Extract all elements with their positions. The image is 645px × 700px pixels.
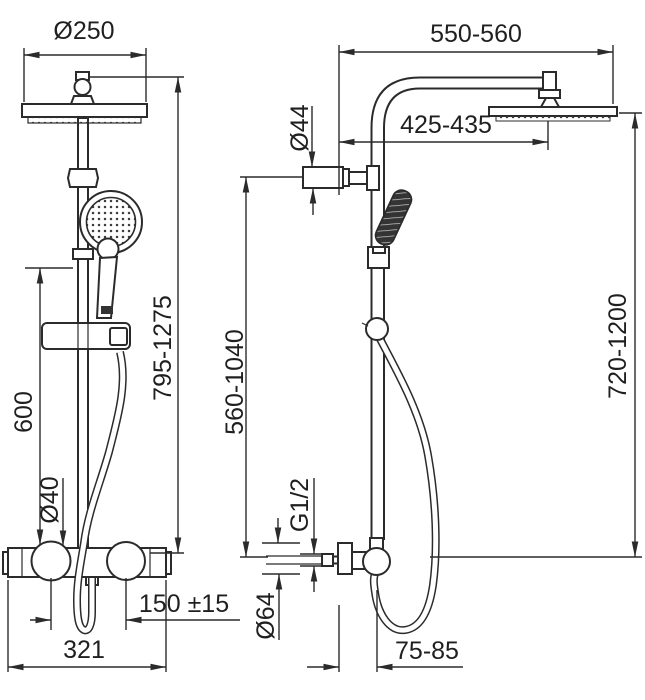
dim-mixer-width: 321 [7, 580, 167, 672]
front-hex-nut [66, 168, 100, 188]
front-view: Ø250 795-1275 600 Ø40 150 ±15 [2, 17, 240, 672]
side-head-connector [538, 71, 561, 108]
dim-escutcheon-diameter: Ø64 [252, 518, 300, 640]
front-shower-hose [72, 351, 127, 635]
label-head-diameter: Ø250 [53, 17, 114, 45]
label-column-height: 720-1200 [604, 293, 632, 399]
dim-valve-center-distance: 150 ±15 [30, 578, 240, 630]
dim-rail-length: 600 [10, 267, 73, 545]
dim-pipe-diameter: Ø40 [36, 476, 67, 546]
dim-head-reach: 425-435 [339, 111, 549, 150]
side-riser-and-arm [370, 76, 544, 540]
side-wall-bracket [302, 165, 380, 191]
side-shower-hose [369, 333, 440, 635]
front-left-knob [30, 540, 72, 582]
front-hand-shower [79, 190, 143, 319]
label-escutcheon-diameter: Ø64 [252, 592, 280, 639]
side-view: 550-560 425-435 Ø44 560-1040 720-1200 [221, 20, 642, 672]
dim-total-reach: 550-560 [338, 20, 614, 195]
label-connection-thread: G1/2 [286, 478, 314, 532]
side-head-plate [488, 106, 618, 122]
label-rail-length: 600 [10, 391, 38, 433]
dim-overall-height: 795-1275 [90, 76, 184, 554]
side-slider-bracket [367, 246, 390, 269]
front-right-knob [106, 541, 146, 581]
dim-head-diameter: Ø250 [23, 17, 147, 102]
side-slider-ring [361, 317, 389, 341]
label-overall-height: 795-1275 [149, 295, 177, 401]
label-head-reach: 425-435 [400, 111, 492, 139]
front-rail-collar [72, 248, 94, 260]
label-total-reach: 550-560 [430, 20, 522, 48]
label-riser-height: 560-1040 [221, 329, 249, 435]
front-head-plate [21, 103, 148, 124]
label-wall-distance: 75-85 [395, 637, 459, 665]
front-slider-bracket [41, 322, 131, 350]
dim-wall-distance: 75-85 [307, 590, 463, 672]
dim-connection-thread: G1/2 [286, 478, 333, 592]
label-bracket-diameter: Ø44 [286, 104, 314, 151]
side-hand-shower [374, 189, 413, 246]
dim-column-height: 720-1200 [430, 112, 642, 558]
front-mixer-valve [2, 540, 172, 586]
label-pipe-diameter: Ø40 [36, 476, 64, 523]
dim-riser-height: 560-1040 [221, 176, 302, 558]
dim-bracket-diameter: Ø44 [286, 104, 317, 215]
label-valve-center-distance: 150 ±15 [139, 590, 229, 618]
label-mixer-width: 321 [63, 636, 105, 664]
